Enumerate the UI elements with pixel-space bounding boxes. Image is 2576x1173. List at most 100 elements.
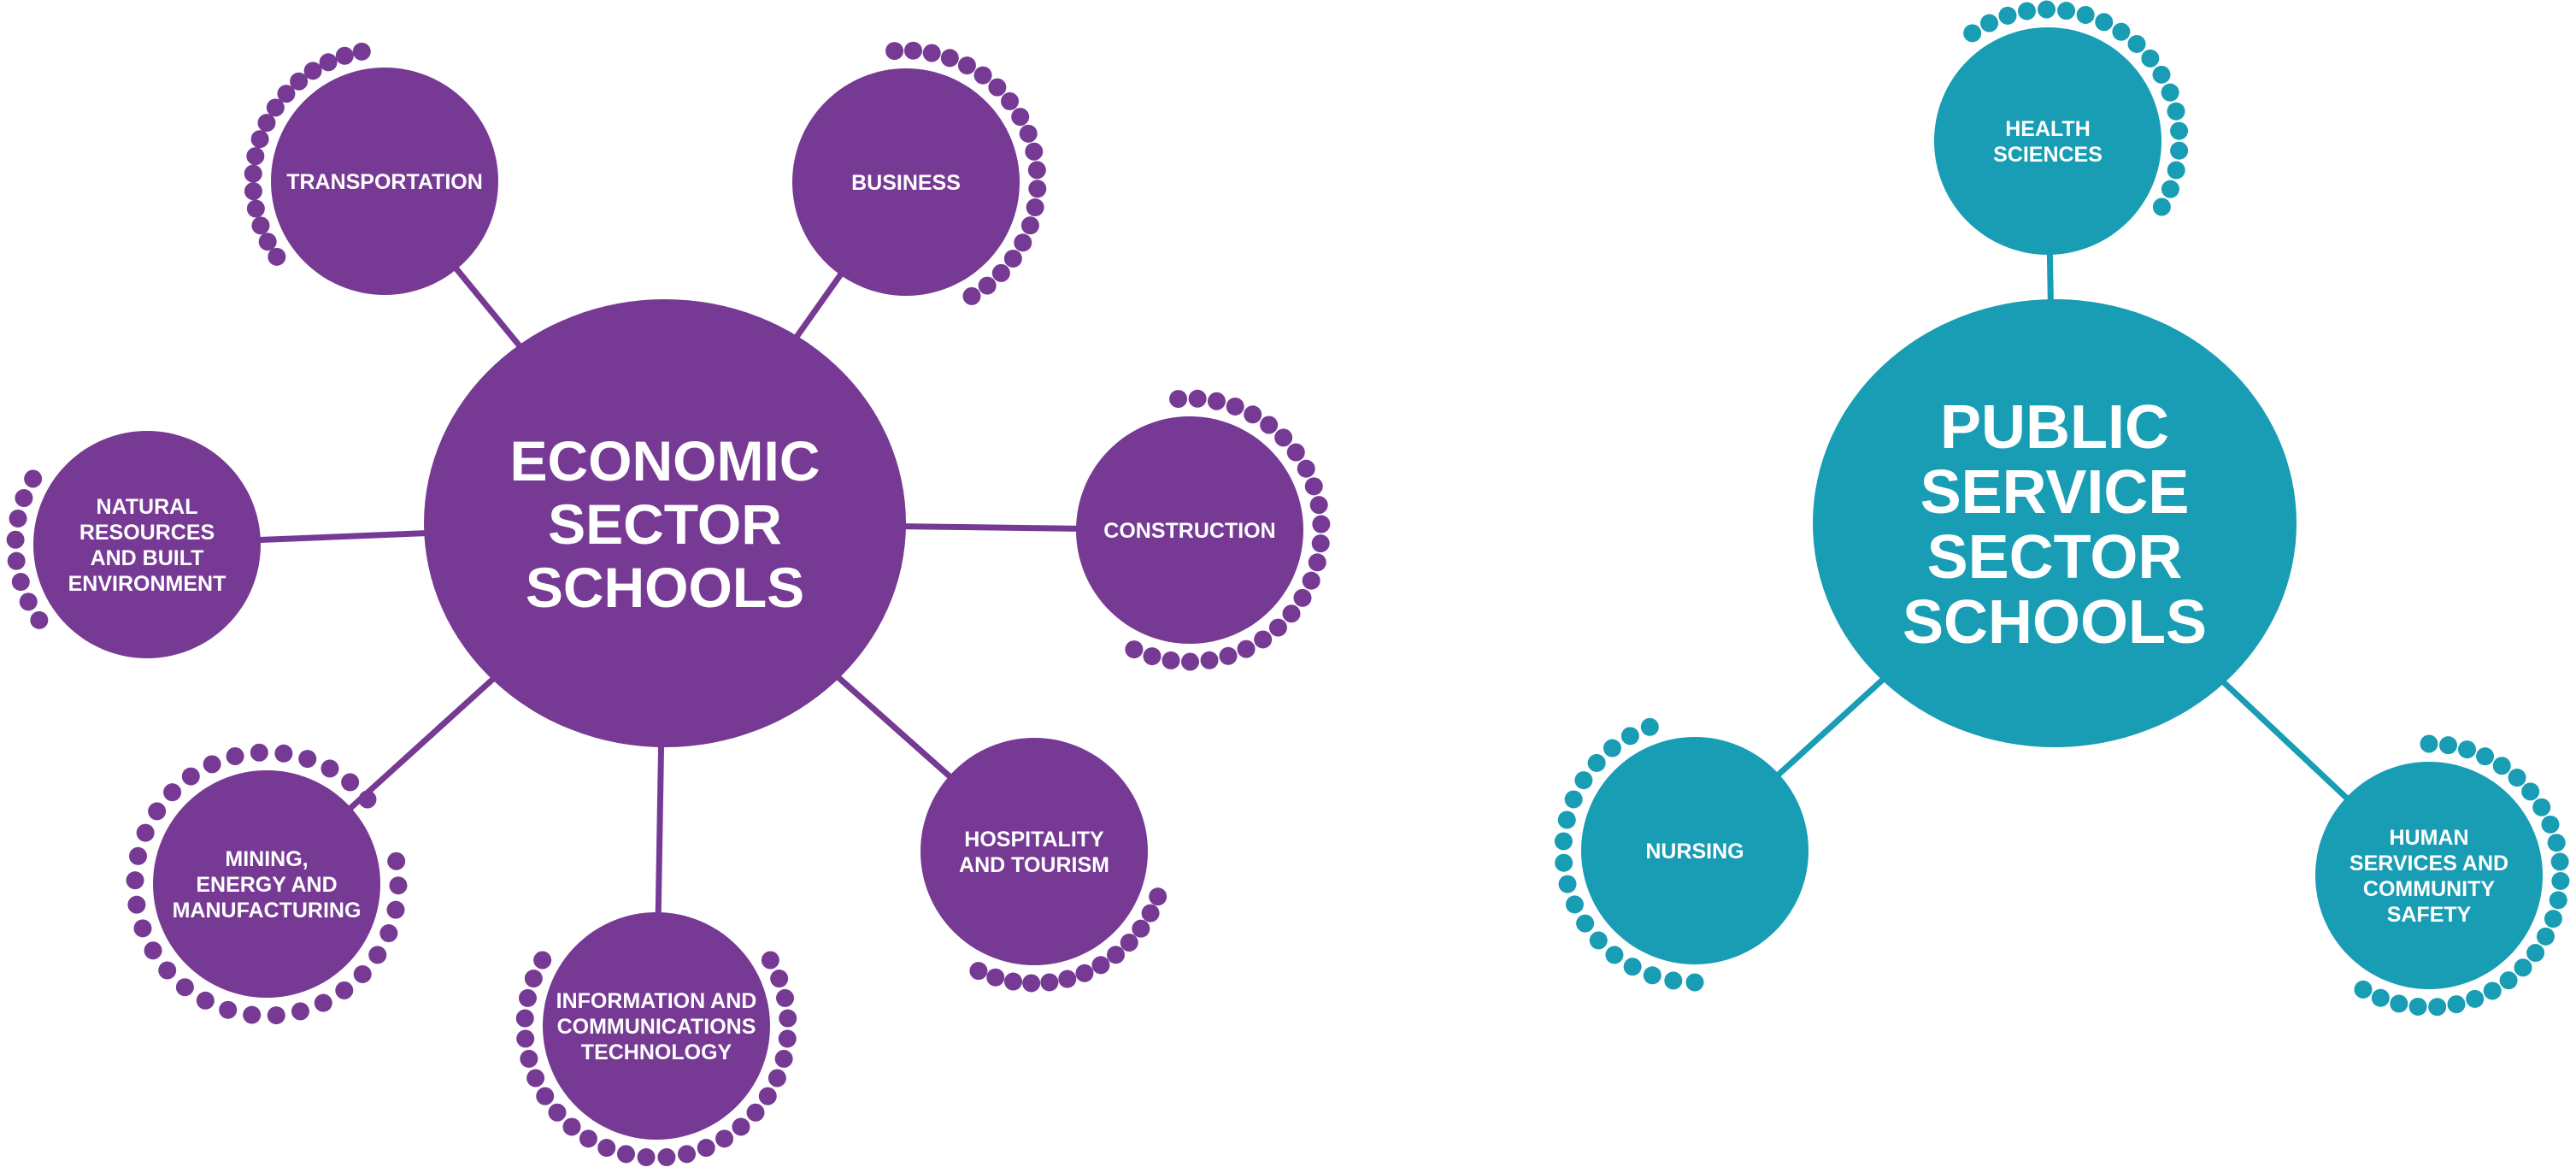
decor-dot-hospitality-tourism [969, 962, 988, 981]
connector-line-transportation [452, 264, 524, 350]
decor-dot-human-services [2447, 995, 2466, 1014]
decor-dot-mining-energy-manufacturing [226, 746, 244, 765]
school-label-line: AND TOURISM [959, 853, 1109, 877]
decor-dot-health-sciences [1963, 24, 1982, 43]
decor-dot-mining-energy-manufacturing [353, 964, 372, 983]
decor-dot-nursing [1574, 771, 1593, 790]
decor-dot-ict [526, 1069, 545, 1088]
school-label-line: TRANSPORTATION [286, 170, 483, 194]
decor-dot-business [903, 41, 922, 60]
decor-dot-human-services [2551, 871, 2570, 890]
decor-dot-transportation [335, 46, 354, 65]
decor-dot-human-services [2521, 782, 2540, 801]
decor-dot-construction [1311, 534, 1330, 553]
decor-dot-nursing [1620, 727, 1639, 746]
decor-dot-ict [657, 1148, 676, 1167]
decor-dot-mining-energy-manufacturing [358, 790, 377, 809]
decor-dot-health-sciences [2127, 34, 2146, 53]
decor-dot-ict [524, 970, 543, 988]
decor-dot-human-services [2438, 736, 2457, 755]
decor-dot-mining-energy-manufacturing [126, 871, 144, 890]
decor-dot-business [1003, 249, 1022, 268]
decor-dot-business [962, 286, 981, 305]
decor-dot-human-services [2549, 891, 2567, 910]
school-node-human-services [2315, 762, 2543, 989]
connector-line-natural-resources [256, 529, 428, 544]
economic-hub-circle [424, 299, 906, 747]
school-label-line: RESOURCES [79, 521, 215, 545]
decor-dot-ict [746, 1103, 765, 1122]
school-label-line: ENERGY AND [196, 873, 337, 897]
decor-dot-transportation [277, 85, 296, 103]
decor-dot-nursing [1603, 739, 1621, 757]
decor-dot-nursing [1623, 958, 1642, 976]
decor-dot-construction [1282, 604, 1301, 623]
school-node-business [792, 68, 1020, 296]
decor-dot-hospitality-tourism [1141, 904, 1160, 922]
public-hub-title-line: SCHOOLS [1903, 588, 2207, 657]
decor-dot-construction [1207, 392, 1226, 410]
decor-dot-construction [1297, 459, 1315, 478]
decor-dot-natural-resources [15, 489, 33, 508]
decor-dot-ict [533, 951, 552, 970]
decor-dot-hospitality-tourism [1149, 887, 1167, 906]
school-label-line: SCIENCES [1993, 143, 2103, 167]
decor-dot-construction [1237, 640, 1256, 658]
decor-dot-ict [697, 1139, 715, 1158]
decor-dot-construction [1143, 647, 1162, 666]
decor-dot-ict [597, 1139, 616, 1158]
decor-dot-construction [1219, 646, 1238, 665]
decor-dot-business [978, 276, 997, 295]
decor-dot-human-services [2408, 997, 2427, 1016]
school-label-line: SAFETY [2387, 903, 2472, 927]
decor-dot-natural-resources [7, 551, 26, 570]
decor-dot-human-services [2354, 980, 2373, 999]
school-label-transportation: TRANSPORTATION [286, 170, 483, 194]
decor-dot-construction [1200, 651, 1219, 669]
connector-line-hospitality-tourism [834, 673, 954, 781]
decor-dot-nursing [1554, 832, 1573, 851]
decor-dot-human-services [2547, 834, 2566, 852]
decor-dot-transportation [319, 53, 338, 72]
decor-dot-natural-resources [19, 592, 38, 611]
school-node-ict [543, 912, 770, 1140]
decor-dot-ict [518, 988, 537, 1007]
connector-line-business [792, 270, 845, 341]
decor-dot-human-services [2492, 757, 2511, 775]
decor-dot-ict [516, 1029, 535, 1048]
decor-dot-mining-energy-manufacturing [368, 946, 387, 964]
decor-dot-construction [1181, 652, 1200, 671]
connector-lines [256, 251, 2351, 917]
decor-dot-hospitality-tourism [986, 968, 1005, 987]
decor-dot-hospitality-tourism [1120, 933, 1138, 952]
decor-dot-human-services [2428, 998, 2447, 1017]
decor-dot-health-sciences [2167, 102, 2185, 121]
decor-dot-human-services [2536, 927, 2555, 946]
decor-dot-construction [1226, 397, 1244, 416]
decor-dot-health-sciences [2112, 22, 2131, 41]
school-label-construction: CONSTRUCTION [1103, 519, 1275, 543]
decor-dot-nursing [1685, 973, 1704, 992]
decor-dot-health-sciences [2170, 141, 2189, 160]
decor-dot-construction [1125, 640, 1144, 659]
economic-hub-title-line: SECTOR [548, 492, 782, 556]
decor-dot-transportation [244, 182, 262, 201]
school-label-line: HEALTH [2005, 117, 2091, 141]
school-label-line: NATURAL [97, 495, 198, 519]
decor-dot-ict [715, 1129, 734, 1148]
decor-dot-business [885, 42, 904, 61]
decor-dot-construction [1286, 443, 1305, 462]
decor-dot-nursing [1605, 946, 1624, 964]
decor-dot-health-sciences [2170, 121, 2189, 140]
decor-dot-mining-energy-manufacturing [175, 978, 194, 997]
decor-dot-business [1014, 233, 1032, 252]
school-label-line: AND BUILT [91, 546, 204, 570]
school-label-line: MANUFACTURING [173, 899, 362, 922]
decor-dot-mining-energy-manufacturing [219, 1000, 238, 1019]
decor-dot-mining-energy-manufacturing [203, 755, 221, 774]
school-label-business: BUSINESS [851, 171, 961, 195]
decor-dot-nursing [1589, 931, 1608, 950]
decor-dot-human-services [2390, 994, 2408, 1013]
